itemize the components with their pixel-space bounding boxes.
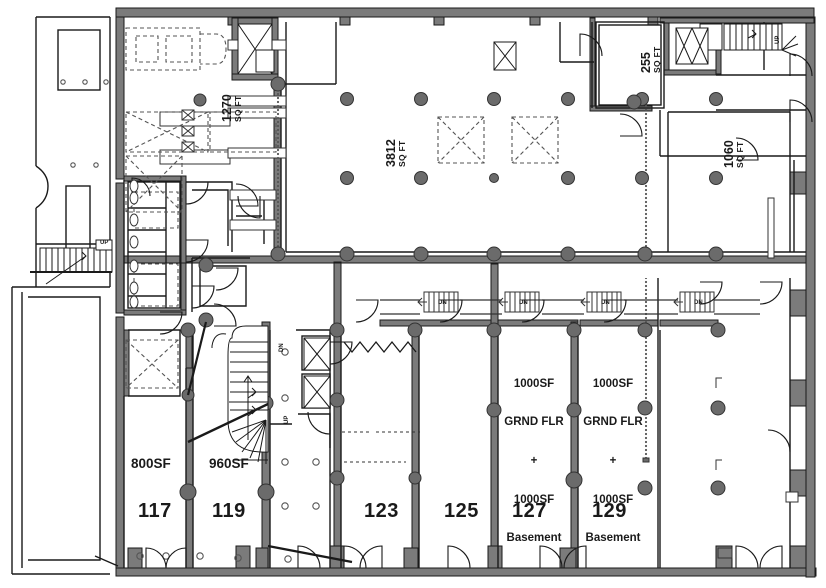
stair-label-dn-4: DN <box>694 300 703 306</box>
ceiling-fixtures <box>60 79 320 563</box>
note-line: + <box>609 455 617 467</box>
curved-stair <box>211 325 269 464</box>
stair-label-up-left: UP <box>100 240 109 246</box>
note-line: GRND FLR <box>504 416 564 429</box>
note-line: 1000SF <box>592 493 634 506</box>
unit-area-119: 960SF <box>209 456 249 471</box>
door-swings <box>131 33 813 569</box>
stair-label-dn-2: DN <box>519 300 528 306</box>
misc-details <box>642 377 799 559</box>
accordion-partition <box>343 340 417 354</box>
stair-label-up-right: UP <box>775 35 781 44</box>
note-line: Basement <box>585 532 641 545</box>
unit-number-117: 117 <box>138 500 172 522</box>
heavy-walls <box>115 7 817 578</box>
basement-stairs <box>380 291 760 315</box>
stair-label-dn-3: DN <box>601 300 610 306</box>
restroom-fixtures <box>129 109 195 309</box>
dashed-sills <box>342 431 420 463</box>
dashed-equipment <box>125 27 559 389</box>
unit-number-125: 125 <box>444 500 479 522</box>
note-line: 1000SF <box>592 377 634 390</box>
elevator-shafts <box>237 23 709 409</box>
stair-label-spiral-dn: DN <box>279 343 285 352</box>
note-line: + <box>530 455 538 467</box>
unit-note-129: 1000SF GRND FLR + 1000SF Basement <box>574 352 652 571</box>
unit-number-119: 119 <box>212 500 246 522</box>
stair-label-spiral-up: UP <box>284 415 290 424</box>
unit-area-117: 800SF <box>131 456 171 471</box>
note-line: GRND FLR <box>583 416 643 429</box>
stair-label-dn-1: DN <box>438 300 447 306</box>
unit-note-127: 1000SF GRND FLR + 1000SF Basement <box>495 352 573 571</box>
note-line: 1000SF <box>513 377 555 390</box>
unit-number-129: 129 <box>592 500 627 522</box>
note-line: Basement <box>506 532 562 545</box>
left-stair <box>30 239 113 285</box>
note-line: 1000SF <box>513 493 555 506</box>
unit-number-123: 123 <box>364 500 399 522</box>
unit-number-127: 127 <box>512 500 547 522</box>
